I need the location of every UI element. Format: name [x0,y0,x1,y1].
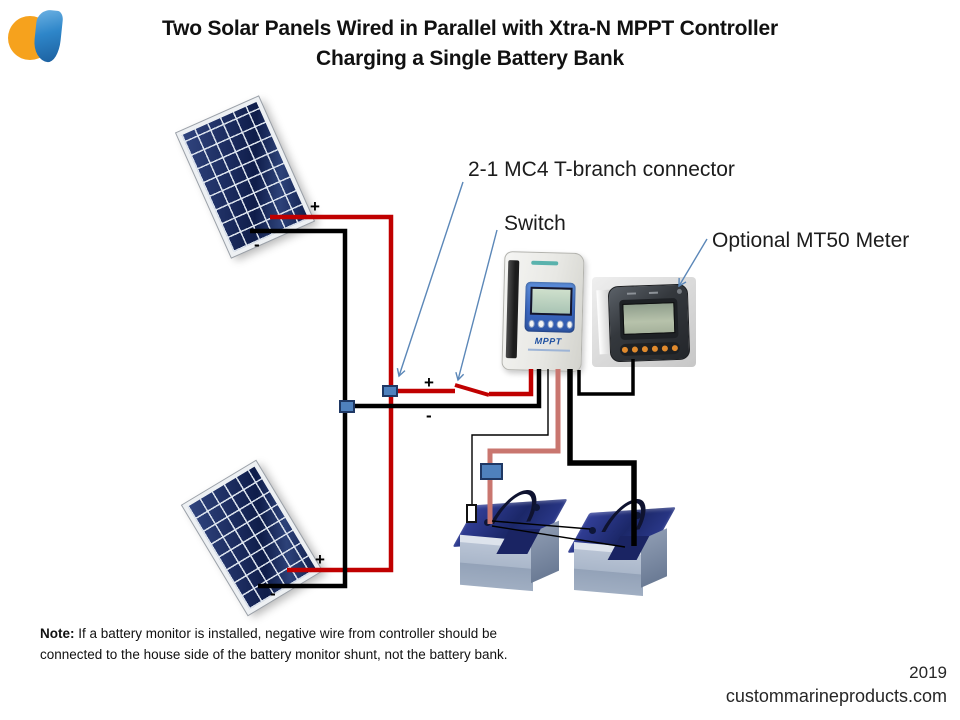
controller-lcd [529,286,573,316]
solar-panel-bottom [180,459,324,617]
controller-button [528,319,536,328]
controller-brand-mark [531,260,559,266]
note-text: Note: If a battery monitor is installed,… [40,624,540,666]
company-logo [8,8,66,66]
controller-buttons [528,319,573,329]
battery-fuse-block [480,463,503,480]
meter-button [641,346,649,353]
slide-title: Two Solar Panels Wired in Parallel with … [0,14,940,74]
meter-button [661,345,669,352]
polarity-minus-bottom-panel: - [270,584,276,603]
controller-display-panel [524,281,576,333]
meter-lcd [622,302,676,335]
wire-battery-sense [471,369,549,505]
footer-year: 2019 [909,663,947,682]
meter-mark [648,291,658,294]
battery-2 [566,498,676,597]
note-label: Note: [40,626,75,641]
negative-junction-connector [339,400,355,413]
t-branch-connector [382,385,398,397]
controller-button [547,320,554,329]
meter-mark [626,292,636,295]
solar-panel-top [174,95,316,259]
t-branch-label: 2-1 MC4 T-branch connector [468,158,735,181]
meter-button [631,346,639,353]
mt50-label: Optional MT50 Meter [712,229,910,252]
title-line-2: Charging a Single Battery Bank [316,47,624,70]
meter-button [651,345,659,352]
switch-label: Switch [504,212,566,235]
polarity-plus-controller: + [424,373,434,392]
controller-button [556,320,564,329]
meter-screw [676,288,683,295]
polarity-plus-top-panel: + [310,197,320,216]
controller-button [537,319,545,329]
polarity-plus-bottom-panel: + [315,550,325,569]
meter-button [671,345,678,352]
inline-fuse-holder [466,504,477,523]
arrow-switch [455,229,498,382]
title-line-1: Two Solar Panels Wired in Parallel with … [162,17,778,40]
footer-website: custommarineproducts.com [725,686,947,706]
mppt-controller: MPPT [501,250,585,373]
battery-terminal [633,512,641,520]
polarity-minus-controller: - [426,406,432,425]
meter-body [607,283,691,363]
wire-switch-to-controller [489,369,534,397]
note-body: If a battery monitor is installed, negat… [40,626,508,662]
polarity-minus-top-panel: - [254,235,260,254]
mt50-meter [592,277,696,367]
controller-button [566,320,573,329]
meter-buttons [619,341,681,357]
controller-mppt-label: MPPT [534,335,562,347]
meter-button [621,346,629,353]
meter-screen-bezel [619,298,679,341]
arrow-t-branch [396,181,464,378]
switch-lever [454,383,490,397]
wire-junction-to-controller [345,369,542,409]
